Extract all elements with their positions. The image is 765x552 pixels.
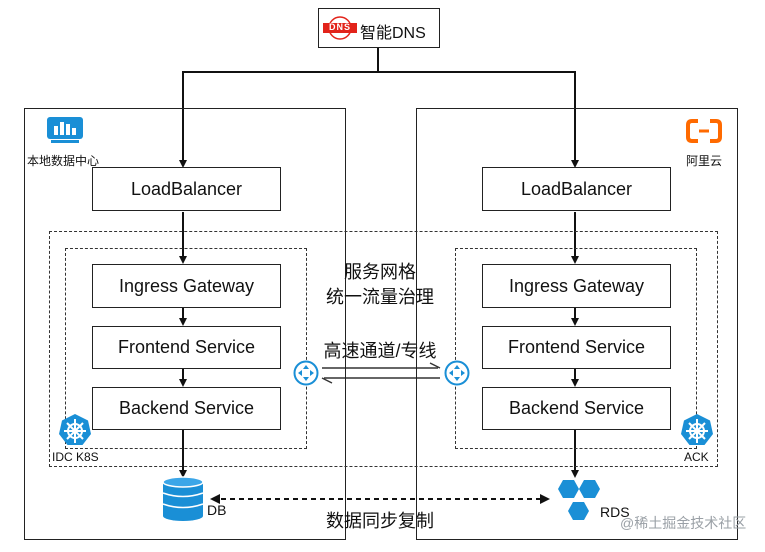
dns-logo-icon: DNS [323, 15, 357, 41]
left-cluster-boundary [65, 248, 307, 449]
dns-right-line [378, 71, 579, 168]
right-cluster-label: ACK [684, 450, 709, 464]
right-load-balancer: LoadBalancer [482, 167, 671, 211]
service-mesh-boundary [49, 231, 718, 467]
left-load-balancer: LoadBalancer [92, 167, 281, 211]
database-icon [162, 476, 204, 522]
sidecar-proxy-icon [293, 360, 319, 386]
right-site-label: 阿里云 [686, 154, 723, 168]
mesh-title: 服务网格 [344, 262, 416, 282]
sidecar-proxy-icon [444, 360, 470, 386]
kubernetes-icon [58, 413, 92, 447]
dns-node: DNS 智能DNS [318, 8, 440, 48]
mesh-subtitle: 统一流量治理 [326, 287, 434, 307]
dns-trunk-line [179, 48, 379, 168]
watermark: @稀土掘金技术社区 [620, 515, 747, 531]
rds-icon [550, 478, 600, 524]
right-backend-service: Backend Service [482, 387, 671, 430]
db-label: DB [207, 502, 227, 518]
datacenter-icon [47, 117, 83, 143]
rds-label: RDS [600, 504, 630, 520]
left-site-label: 本地数据中心 [27, 154, 100, 168]
sync-label: 数据同步复制 [326, 511, 434, 531]
right-ingress-gateway: Ingress Gateway [482, 264, 671, 308]
left-cluster-label: IDC K8S [52, 450, 99, 464]
left-site-panel [24, 108, 346, 540]
right-frontend-service: Frontend Service [482, 326, 671, 369]
right-cluster-boundary [455, 248, 697, 449]
aliyun-logo-icon [686, 118, 722, 144]
link-label: 高速通道/专线 [323, 341, 437, 361]
dns-logo-text: DNS [328, 22, 351, 32]
left-backend-service: Backend Service [92, 387, 281, 430]
right-site-panel [416, 108, 738, 540]
left-ingress-gateway: Ingress Gateway [92, 264, 281, 308]
dns-label: 智能DNS [360, 25, 426, 42]
left-frontend-service: Frontend Service [92, 326, 281, 369]
kubernetes-icon [680, 413, 714, 447]
